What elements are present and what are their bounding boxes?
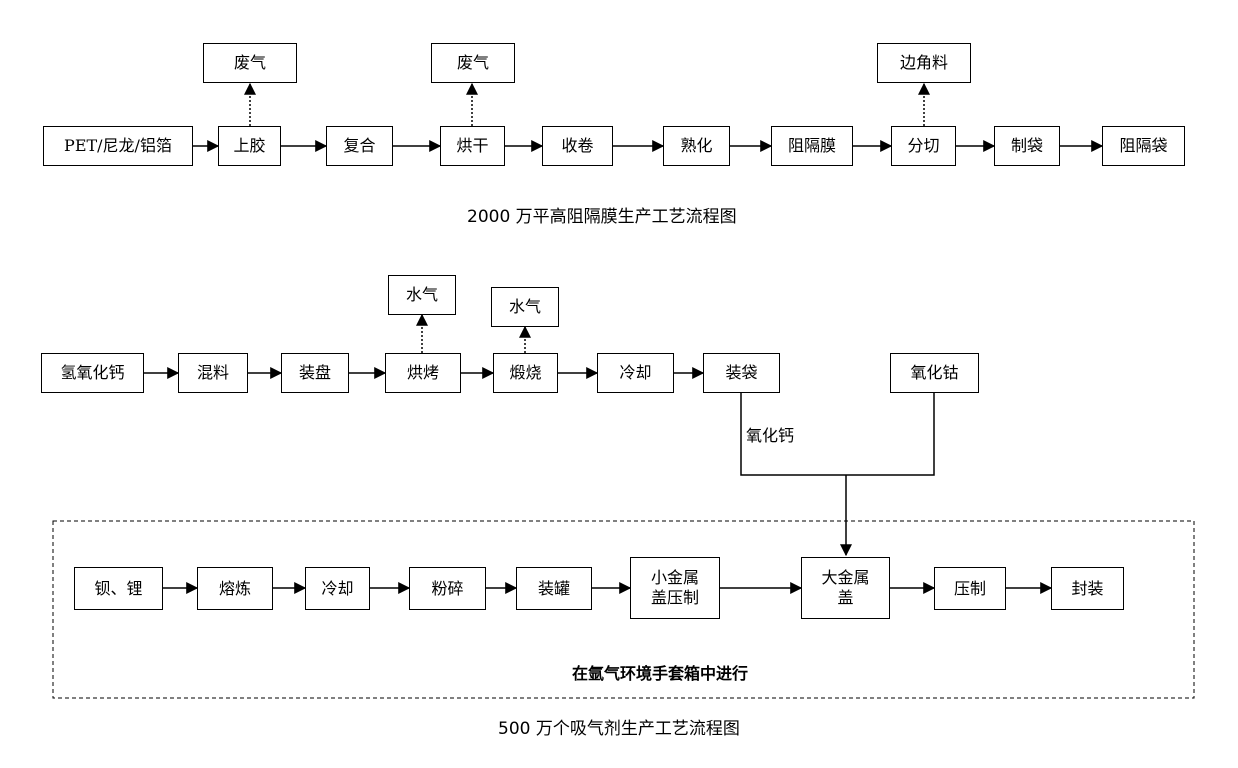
step-barrier-film: 阻隔膜 — [771, 126, 853, 166]
step-barrier-bag: 阻隔袋 — [1102, 126, 1185, 166]
step-canning: 装罐 — [516, 567, 592, 610]
step-sealing: 封装 — [1051, 567, 1124, 610]
step-pet-nylon-foil: PET/尼龙/铝箔 — [43, 126, 193, 166]
edge-label-calcium-oxide: 氧化钙 — [746, 426, 795, 445]
output-scrap: 边角料 — [877, 43, 971, 83]
step-bag-making: 制袋 — [994, 126, 1060, 166]
step-mixing: 混料 — [178, 353, 248, 393]
diagram2-title: 500 万个吸气剂生产工艺流程图 — [498, 719, 740, 739]
step-bagging: 装袋 — [703, 353, 780, 393]
step-baking: 烘烤 — [385, 353, 461, 393]
output-exhaust-gas-1: 废气 — [203, 43, 297, 83]
step-drying: 烘干 — [440, 126, 505, 166]
input-cobalt-oxide: 氧化钴 — [890, 353, 979, 393]
cao-line — [740, 393, 846, 476]
coo-line — [846, 393, 935, 476]
output-exhaust-gas-2: 废气 — [431, 43, 515, 83]
step-calcining: 煅烧 — [493, 353, 558, 393]
step-cooling-2: 冷却 — [305, 567, 370, 610]
step-smelting: 熔炼 — [197, 567, 273, 610]
output-water-vapor-1: 水气 — [388, 275, 456, 315]
diagram1-title: 2000 万平高阻隔膜生产工艺流程图 — [467, 207, 737, 227]
step-laminating: 复合 — [326, 126, 393, 166]
step-crushing: 粉碎 — [409, 567, 486, 610]
step-barium-lithium: 钡、锂 — [74, 567, 163, 610]
enclosure-label: 在氩气环境手套箱中进行 — [572, 664, 749, 683]
step-small-lid-pressing: 小金属 盖压制 — [630, 557, 720, 619]
step-gluing: 上胶 — [218, 126, 281, 166]
step-large-metal-lid: 大金属 盖 — [801, 557, 890, 619]
step-calcium-hydroxide: 氢氧化钙 — [41, 353, 144, 393]
step-curing: 熟化 — [663, 126, 730, 166]
output-water-vapor-2: 水气 — [491, 287, 559, 327]
step-cooling-1: 冷却 — [597, 353, 674, 393]
step-slitting: 分切 — [891, 126, 956, 166]
step-tray-loading: 装盘 — [281, 353, 349, 393]
step-winding: 收卷 — [542, 126, 613, 166]
glovebox-enclosure — [52, 520, 1195, 699]
step-pressing: 压制 — [934, 567, 1006, 610]
